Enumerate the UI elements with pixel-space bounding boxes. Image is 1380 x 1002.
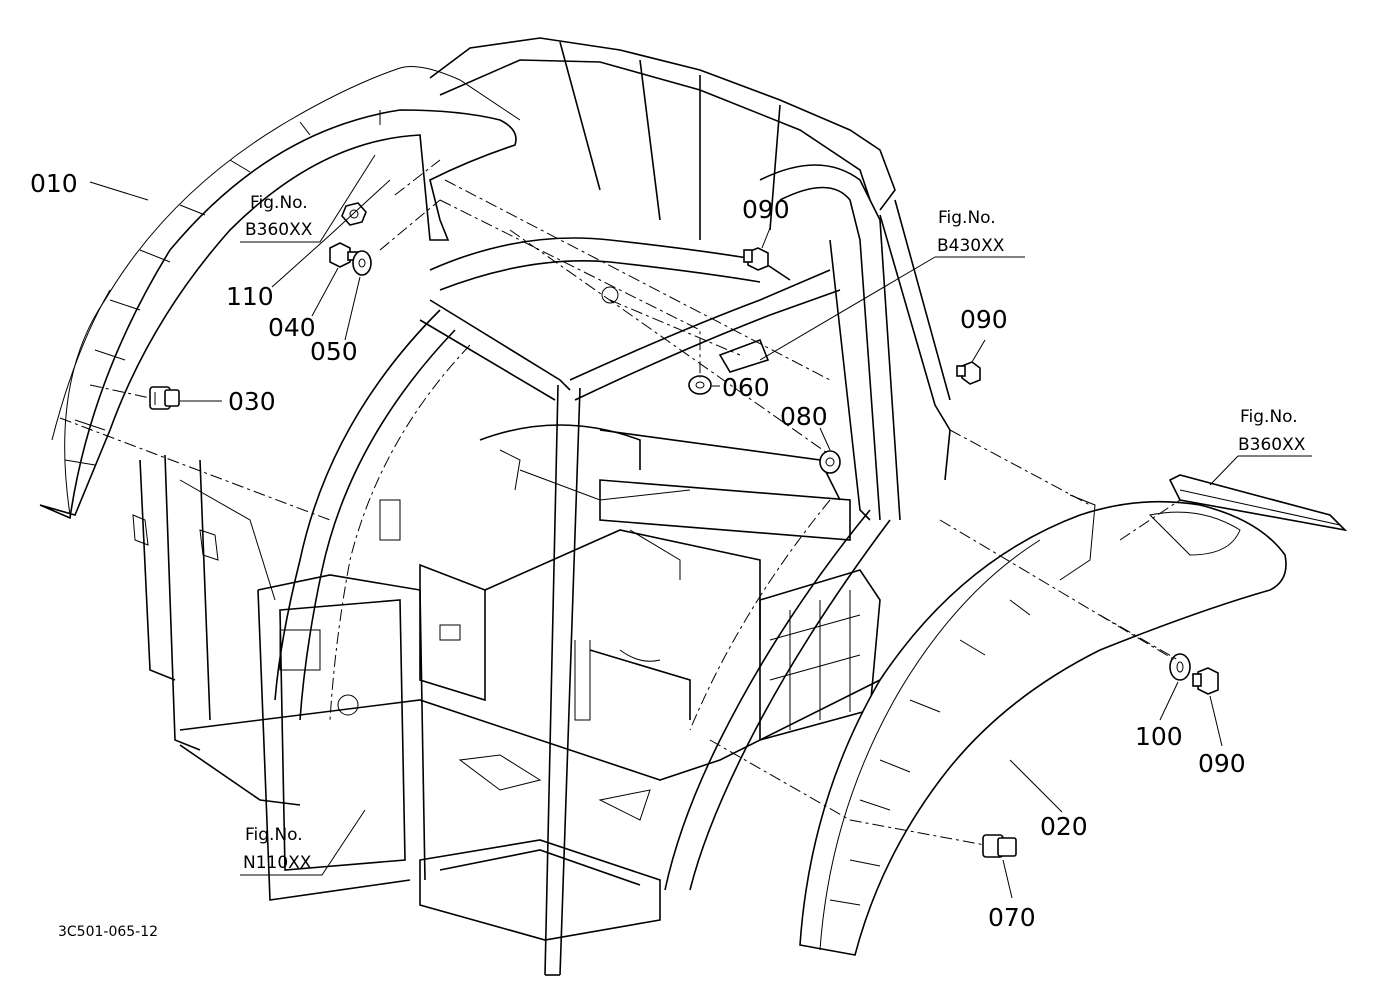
- leader-lines: [89, 154, 1312, 899]
- callout-050: 050: [310, 337, 358, 366]
- callout-100: 100: [1135, 722, 1183, 751]
- cab-frame: [132, 37, 951, 976]
- fig-ref-caption-b360-left: Fig.No.: [250, 193, 308, 213]
- bolt-090-top[interactable]: [743, 247, 769, 271]
- callout-060: 060: [722, 373, 770, 402]
- washer-050[interactable]: [352, 250, 372, 276]
- bolt-090-right[interactable]: [1192, 667, 1219, 695]
- bolt-040[interactable]: [329, 242, 359, 268]
- fig-ref-caption-b430: Fig.No.: [938, 208, 996, 228]
- assembly-lines: [59, 159, 1179, 846]
- callout-090-middle: 090: [960, 305, 1008, 334]
- callout-030: 030: [228, 387, 276, 416]
- fig-ref-caption-b360-right: Fig.No.: [1240, 407, 1298, 427]
- callout-110: 110: [226, 282, 274, 311]
- fig-ref-caption-n110: Fig.No.: [245, 825, 303, 845]
- fig-ref-code-b430: B430XX: [937, 236, 1005, 256]
- bolt-070[interactable]: [982, 834, 1017, 858]
- fig-ref-code-b360-right: B360XX: [1238, 435, 1306, 455]
- right-fender-stay: [1119, 474, 1348, 541]
- callout-020: 020: [1040, 812, 1088, 841]
- callout-010: 010: [30, 169, 78, 198]
- nut-110[interactable]: [341, 202, 367, 226]
- callout-040: 040: [268, 313, 316, 342]
- hardware: [149, 202, 1219, 858]
- callout-070: 070: [988, 903, 1036, 932]
- drawing-id: 3C501-065-12: [58, 924, 158, 940]
- callout-090-top: 090: [742, 195, 790, 224]
- right-fender[interactable]: [799, 494, 1287, 956]
- fig-ref-code-b360-left: B360XX: [245, 220, 313, 240]
- bolt-090-middle[interactable]: [956, 361, 981, 385]
- figure-references: Fig.No. B360XX Fig.No. B430XX Fig.No. B3…: [243, 193, 1306, 873]
- left-fender[interactable]: [39, 66, 521, 520]
- nut-060[interactable]: [688, 375, 712, 395]
- nut-080[interactable]: [819, 450, 841, 474]
- callouts: 010 030 110 040 050 090 060 080 090 100 …: [30, 169, 1246, 932]
- washer-100[interactable]: [1169, 653, 1191, 681]
- callout-080: 080: [780, 402, 828, 431]
- fig-ref-code-n110: N110XX: [243, 853, 312, 873]
- callout-090-right: 090: [1198, 749, 1246, 778]
- bolt-030[interactable]: [149, 386, 180, 410]
